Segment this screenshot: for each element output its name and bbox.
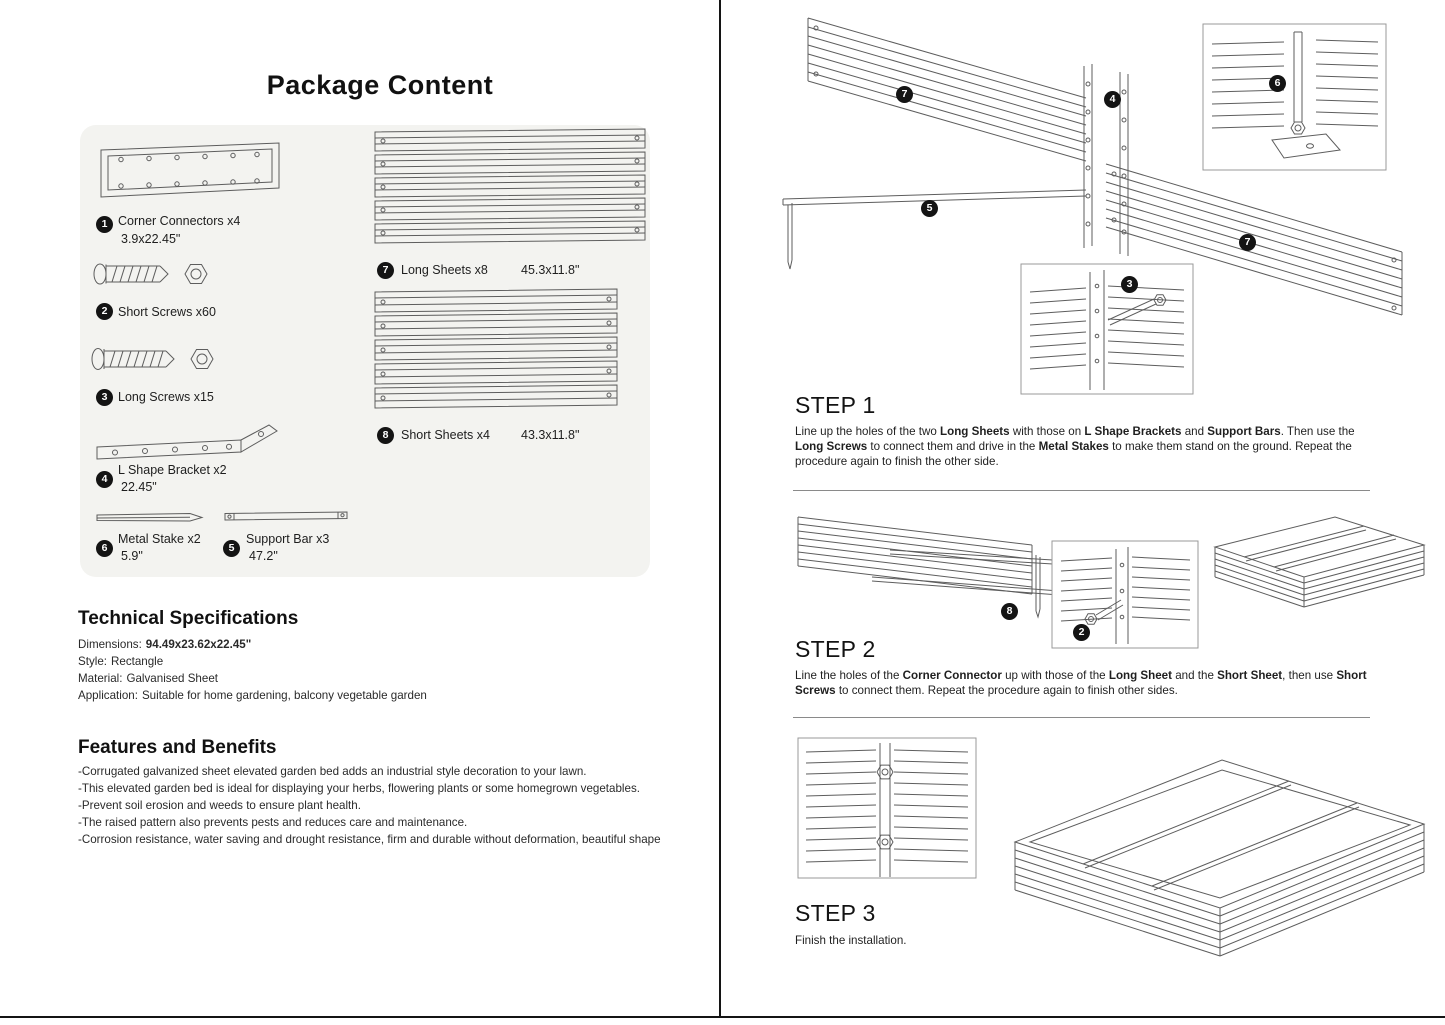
step2-description: Line the holes of the Corner Connector u…	[795, 669, 1367, 697]
metal-stake-drawing	[96, 512, 204, 522]
callout-l-bracket: 4	[1104, 91, 1121, 108]
page-bottom-border	[0, 1016, 1445, 1018]
item-4-size: 22.45"	[121, 480, 157, 494]
callout-long-sheet-right: 7	[1239, 234, 1256, 251]
item-1-badge: 1	[96, 216, 113, 233]
support-bar-drawing	[224, 511, 348, 521]
item-6-label: Metal Stake x2	[118, 532, 201, 546]
step2-assembly-diagram	[797, 516, 1426, 649]
features-heading: Features and Benefits	[78, 737, 277, 758]
step3-description: Finish the installation.	[795, 934, 907, 947]
item-3-label: Long Screws x15	[118, 390, 214, 404]
feature-line: -Corrosion resistance, water saving and …	[78, 833, 661, 846]
corner-connector-drawing	[100, 142, 280, 198]
item-6-size: 5.9"	[121, 549, 143, 563]
callout-long-screw: 3	[1121, 276, 1138, 293]
spec-material: Material:Galvanised Sheet	[78, 672, 218, 685]
item-2-badge: 2	[96, 303, 113, 320]
item-3-badge: 3	[96, 389, 113, 406]
step2-title: STEP 2	[795, 636, 876, 662]
step1-description: Line up the holes of the two Long Sheets…	[795, 425, 1355, 468]
item-8-label: Short Sheets x4	[401, 428, 490, 442]
item-5-label: Support Bar x3	[246, 532, 330, 546]
page-title: Package Content	[266, 70, 494, 100]
step1-title: STEP 1	[795, 392, 876, 418]
item-5-size: 47.2"	[249, 549, 278, 563]
tech-specs-heading: Technical Specifications	[78, 608, 299, 629]
short-screw-drawing	[93, 263, 208, 285]
step1-assembly-diagram	[782, 17, 1403, 395]
item-7-label: Long Sheets x8	[401, 263, 488, 277]
features-list: -Corrugated galvanized sheet elevated ga…	[78, 763, 698, 848]
item-5-badge: 5	[223, 540, 240, 557]
item-8-size: 43.3x11.8"	[521, 428, 580, 442]
item-1-size: 3.9x22.45"	[121, 232, 181, 246]
step3-assembly-diagram	[797, 737, 1426, 957]
callout-long-sheet-left: 7	[896, 86, 913, 103]
spec-style: Style:Rectangle	[78, 655, 164, 668]
long-sheets-drawing	[374, 128, 646, 244]
item-1-label: Corner Connectors x4	[118, 214, 241, 228]
item-4-label: L Shape Bracket x2	[118, 463, 227, 477]
item-6-badge: 6	[96, 540, 113, 557]
item-4-badge: 4	[96, 471, 113, 488]
column-divider	[719, 0, 721, 1018]
callout-short-screw: 2	[1073, 624, 1090, 641]
step2-divider	[793, 717, 1370, 718]
item-7-size: 45.3x11.8"	[521, 263, 580, 277]
feature-line: -The raised pattern also prevents pests …	[78, 816, 468, 829]
l-bracket-drawing	[96, 424, 278, 460]
callout-metal-stake: 6	[1269, 75, 1286, 92]
short-sheets-drawing	[374, 288, 618, 409]
item-7-badge: 7	[377, 262, 394, 279]
long-screw-drawing	[91, 348, 214, 370]
item-2-label: Short Screws x60	[118, 305, 216, 319]
step1-divider	[793, 490, 1370, 491]
feature-line: -This elevated garden bed is ideal for d…	[78, 782, 640, 795]
feature-line: -Corrugated galvanized sheet elevated ga…	[78, 765, 587, 778]
feature-line: -Prevent soil erosion and weeds to ensur…	[78, 799, 361, 812]
spec-application: Application:Suitable for home gardening,…	[78, 689, 427, 702]
spec-dimensions: Dimensions:94.49x23.62x22.45"	[78, 638, 252, 651]
callout-short-sheet: 8	[1001, 603, 1018, 620]
step3-title: STEP 3	[795, 900, 876, 926]
tech-specs-list: Dimensions:94.49x23.62x22.45" Style:Rect…	[78, 636, 678, 704]
item-8-badge: 8	[377, 427, 394, 444]
callout-support-bar: 5	[921, 200, 938, 217]
